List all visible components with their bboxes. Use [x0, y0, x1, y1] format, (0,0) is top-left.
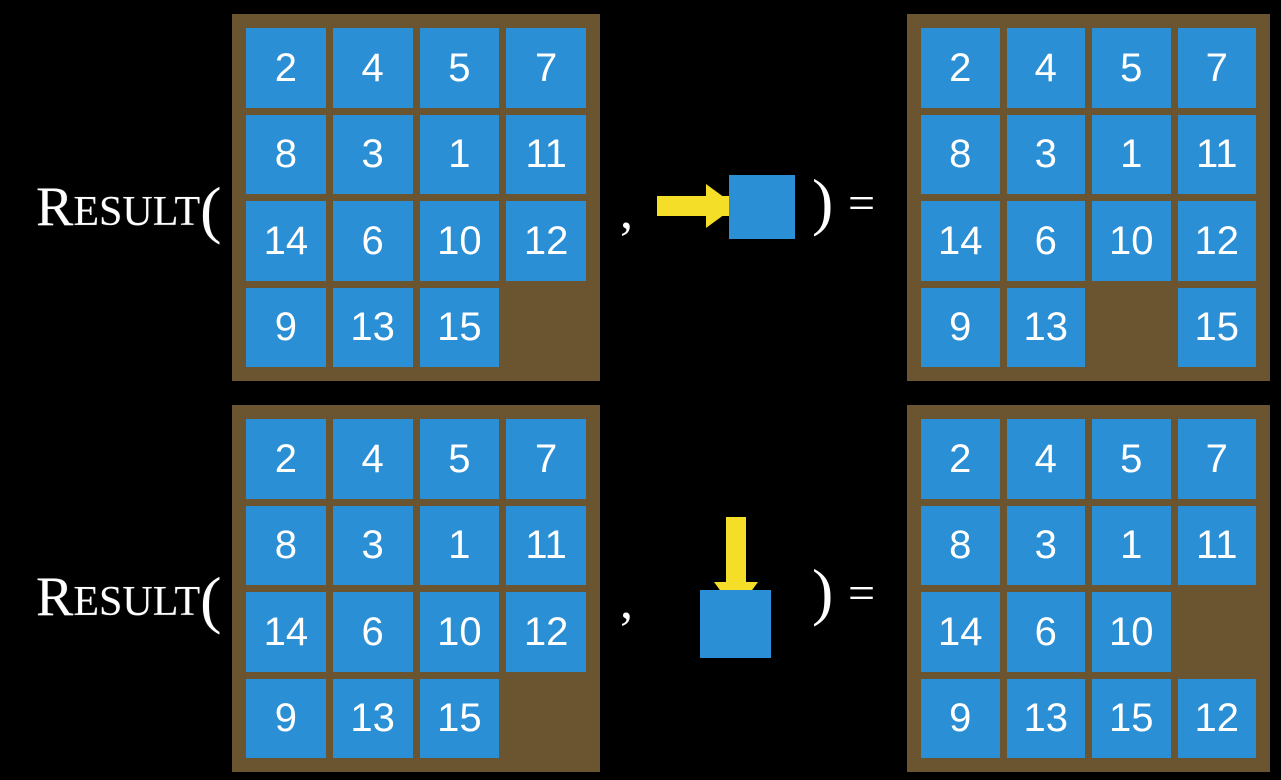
tile[interactable]: 9 [246, 287, 326, 367]
tile[interactable]: 3 [1006, 505, 1085, 585]
tile[interactable]: 2 [246, 419, 326, 499]
tile[interactable]: 12 [1177, 201, 1256, 281]
tile[interactable]: 10 [1092, 201, 1171, 281]
equals-sign-row2: = [848, 567, 876, 620]
blank-tile [1178, 592, 1257, 672]
tile[interactable]: 12 [506, 201, 586, 281]
result-close-paren-row1: ) [812, 166, 834, 237]
result-label-initial-row1: R [36, 176, 74, 238]
result-label-rest-row2: ESULT [73, 579, 201, 625]
tile[interactable]: 8 [246, 114, 326, 194]
tile[interactable]: 14 [921, 592, 1000, 672]
tile[interactable]: 3 [332, 505, 413, 585]
result-label-row1: RESULT( [36, 172, 221, 242]
equals-sign-row1: = [848, 177, 876, 230]
tile[interactable]: 1 [419, 114, 500, 194]
tile[interactable]: 15 [1092, 678, 1171, 758]
tile[interactable]: 11 [506, 505, 586, 585]
tile[interactable]: 2 [921, 419, 1000, 499]
action-blank-tile-row2 [700, 590, 771, 658]
tile[interactable]: 7 [506, 28, 586, 108]
tile[interactable]: 7 [1177, 28, 1256, 108]
result-label-row2: RESULT( [36, 562, 221, 632]
tile[interactable]: 15 [1177, 287, 1256, 367]
tile[interactable]: 13 [332, 287, 413, 367]
tile[interactable]: 5 [1092, 419, 1171, 499]
tile[interactable]: 15 [419, 678, 500, 758]
tile[interactable]: 10 [419, 201, 500, 281]
result-close-paren-row2: ) [812, 556, 834, 627]
tile[interactable]: 11 [1177, 114, 1256, 194]
tile[interactable]: 3 [1006, 114, 1085, 194]
input-board-row2: 2 4 5 7 8 3 1 11 14 6 10 12 9 13 15 [232, 405, 600, 772]
tile[interactable]: 1 [419, 505, 500, 585]
tile[interactable]: 5 [419, 419, 500, 499]
argument-separator-comma-row2: , [620, 573, 633, 630]
result-label-initial-row2: R [36, 566, 74, 628]
tile[interactable]: 4 [332, 28, 413, 108]
tile[interactable]: 4 [332, 419, 413, 499]
tile[interactable]: 7 [1177, 419, 1256, 499]
tile[interactable]: 12 [1177, 678, 1256, 758]
result-label-rest-row1: ESULT [73, 189, 201, 235]
tile[interactable]: 14 [246, 592, 326, 672]
input-board-row1: 2 4 5 7 8 3 1 11 14 6 10 12 9 13 15 [232, 14, 600, 381]
tile[interactable]: 14 [921, 201, 1000, 281]
tile[interactable]: 4 [1006, 28, 1085, 108]
tile[interactable]: 6 [1006, 592, 1085, 672]
tile[interactable]: 6 [332, 592, 413, 672]
tile[interactable]: 5 [1092, 28, 1171, 108]
blank-tile [506, 288, 586, 368]
tile[interactable]: 6 [1006, 201, 1085, 281]
tile[interactable]: 9 [246, 678, 326, 758]
tile[interactable]: 2 [921, 28, 1000, 108]
tile[interactable]: 9 [921, 678, 1000, 758]
tile[interactable]: 1 [1092, 114, 1171, 194]
tile[interactable]: 13 [332, 678, 413, 758]
tile[interactable]: 1 [1092, 505, 1171, 585]
result-open-paren-row1: ( [200, 174, 222, 245]
tile[interactable]: 14 [246, 201, 326, 281]
tile[interactable]: 15 [419, 287, 500, 367]
arrow-down-icon [726, 517, 746, 597]
tile[interactable]: 13 [1006, 678, 1085, 758]
tile[interactable]: 10 [419, 592, 500, 672]
tile[interactable]: 8 [921, 114, 1000, 194]
tile[interactable]: 6 [332, 201, 413, 281]
blank-tile [1092, 288, 1171, 368]
tile[interactable]: 3 [332, 114, 413, 194]
tile[interactable]: 2 [246, 28, 326, 108]
tile[interactable]: 9 [921, 287, 1000, 367]
tile[interactable]: 11 [1177, 505, 1256, 585]
tile[interactable]: 11 [506, 114, 586, 194]
tile[interactable]: 4 [1006, 419, 1085, 499]
tile[interactable]: 12 [506, 592, 586, 672]
tile[interactable]: 10 [1092, 592, 1171, 672]
output-board-row1: 2 4 5 7 8 3 1 11 14 6 10 12 9 13 15 [907, 14, 1270, 381]
result-open-paren-row2: ( [200, 564, 222, 635]
argument-separator-comma-row1: , [620, 183, 633, 240]
tile[interactable]: 5 [419, 28, 500, 108]
tile[interactable]: 13 [1006, 287, 1085, 367]
tile[interactable]: 8 [246, 505, 326, 585]
blank-tile [506, 679, 586, 759]
tile[interactable]: 8 [921, 505, 1000, 585]
output-board-row2: 2 4 5 7 8 3 1 11 14 6 10 9 13 15 12 [907, 405, 1270, 772]
action-blank-tile-row1 [729, 175, 795, 239]
tile[interactable]: 7 [506, 419, 586, 499]
